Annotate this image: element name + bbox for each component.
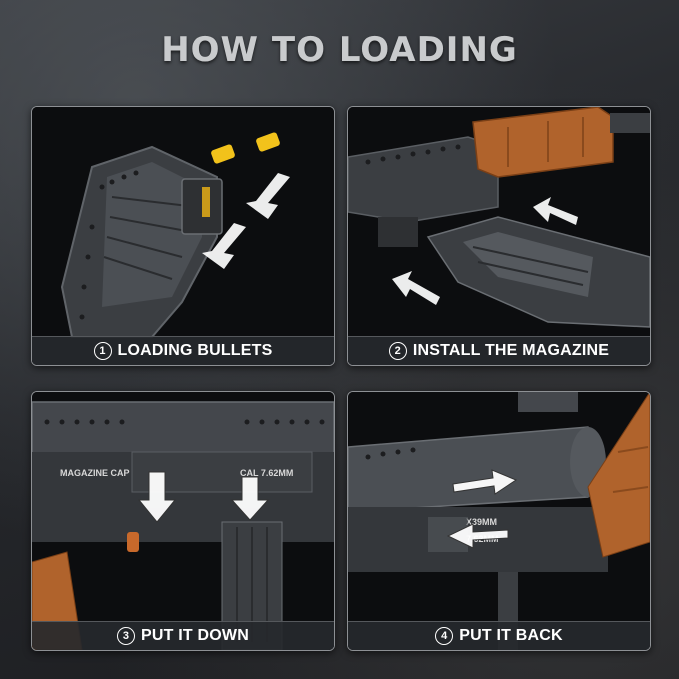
arrow-up-left-icon (533, 197, 578, 225)
step-panel-1: 1 LOADING BULLETS (31, 106, 335, 366)
step-panel-4: X39MM 7.62MM 4 PUT IT BACK (347, 391, 651, 651)
page-title: HOW TO LOADING (161, 30, 518, 70)
step-2-illustration (348, 107, 650, 365)
arrow-left-icon (446, 523, 509, 549)
step-number-4: 4 (435, 627, 454, 645)
arrow-down-icon (137, 471, 177, 523)
step-number-1: 1 (93, 342, 112, 360)
arrow-right-icon (452, 469, 518, 495)
step-caption-1: 1 LOADING BULLETS (32, 336, 334, 365)
step-number-3: 3 (117, 627, 136, 645)
arrow-up-left-icon (392, 271, 440, 305)
step-label-3: PUT IT DOWN (141, 627, 249, 644)
step-1-illustration (32, 107, 334, 365)
step-label-1: LOADING BULLETS (117, 342, 273, 359)
step-label-2: INSTALL THE MAGAZINE (412, 342, 610, 359)
step-panel-3: MAGAZINE CAP CAL 7.62MM 3 PUT IT DOWN (31, 391, 335, 651)
arrow-down-left-icon (246, 173, 290, 219)
step-panel-2: 2 INSTALL THE MAGAZINE (347, 106, 651, 366)
step-label-4: PUT IT BACK (459, 627, 563, 644)
step-number-2: 2 (388, 342, 407, 360)
model-text-magazine-cap: MAGAZINE CAP (60, 468, 130, 478)
arrow-down-left-icon (202, 223, 246, 269)
step-caption-2: 2 INSTALL THE MAGAZINE (348, 336, 650, 365)
bullet-icon (211, 144, 235, 164)
step-4-illustration: X39MM 7.62MM (348, 392, 650, 650)
model-text-caliber: CAL 7.62MM (240, 468, 293, 478)
step-caption-4: 4 PUT IT BACK (348, 621, 650, 650)
arrow-down-icon (230, 476, 270, 521)
bullet-icon (256, 132, 280, 152)
step-3-illustration: MAGAZINE CAP CAL 7.62MM (32, 392, 334, 650)
model-text-cartridge: X39MM (466, 517, 497, 527)
step-caption-3: 3 PUT IT DOWN (32, 621, 334, 650)
